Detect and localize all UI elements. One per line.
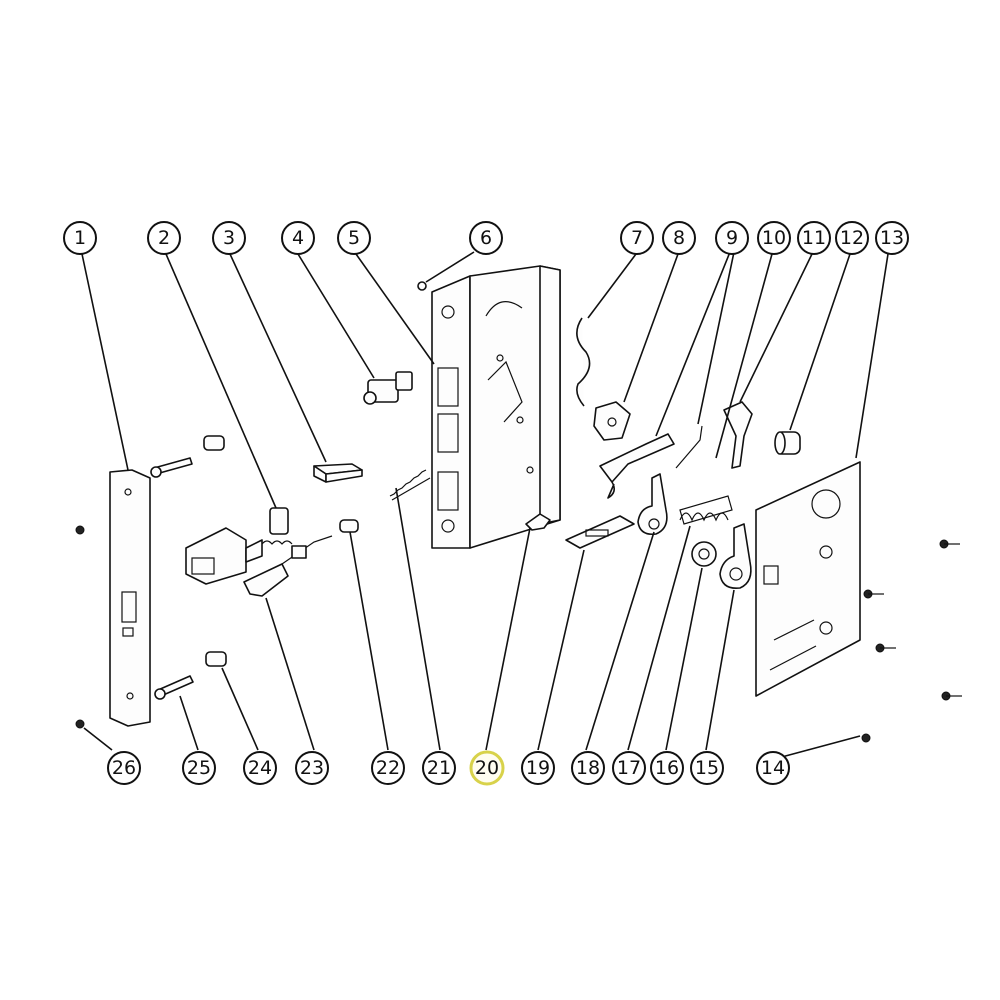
svg-text:16: 16 xyxy=(655,757,679,779)
part-bracket-3 xyxy=(313,463,363,483)
svg-text:25: 25 xyxy=(187,757,211,779)
part-aux-lever-9 xyxy=(599,433,675,499)
svg-text:1: 1 xyxy=(74,227,86,249)
part-hub-15 xyxy=(719,523,752,590)
leader-lines xyxy=(81,251,889,759)
part-coil-spring-17 xyxy=(679,495,733,525)
callout-4: 4 xyxy=(281,221,315,255)
part-slide-plate-19 xyxy=(565,515,635,549)
part-hub-4 xyxy=(363,371,413,405)
callout-12: 12 xyxy=(835,221,869,255)
svg-text:11: 11 xyxy=(802,227,826,249)
part-clip-20 xyxy=(525,513,551,531)
part-screw-6 xyxy=(417,281,427,291)
svg-text:21: 21 xyxy=(427,757,451,779)
callout-7: 7 xyxy=(620,221,654,255)
part-screws-26 xyxy=(75,525,85,729)
part-pin-22 xyxy=(339,519,359,533)
svg-text:17: 17 xyxy=(617,757,641,779)
svg-text:9: 9 xyxy=(726,227,738,249)
part-spring-lever-7 xyxy=(576,317,591,407)
callout-6: 6 xyxy=(469,221,503,255)
part-latch-bolt xyxy=(185,507,293,585)
svg-text:22: 22 xyxy=(376,757,400,779)
callout-20: 20 xyxy=(469,750,505,786)
part-deadlatch-23 xyxy=(243,535,333,597)
part-faceplate xyxy=(109,469,151,727)
svg-text:23: 23 xyxy=(300,757,324,779)
part-spring-21 xyxy=(389,469,431,501)
svg-text:15: 15 xyxy=(695,757,719,779)
callout-10: 10 xyxy=(757,221,791,255)
part-spring-rod-10 xyxy=(675,425,703,469)
svg-text:8: 8 xyxy=(673,227,685,249)
callout-24: 24 xyxy=(243,751,277,785)
callout-22: 22 xyxy=(371,751,405,785)
part-hook-lever-11 xyxy=(723,401,753,469)
svg-text:5: 5 xyxy=(348,227,360,249)
callout-16: 16 xyxy=(650,751,684,785)
part-lever-18 xyxy=(637,473,668,536)
callout-14: 14 xyxy=(756,751,790,785)
callout-8: 8 xyxy=(662,221,696,255)
svg-text:19: 19 xyxy=(526,757,550,779)
part-sleeve-24 xyxy=(205,651,227,667)
svg-text:24: 24 xyxy=(248,757,272,779)
callout-1: 1 xyxy=(63,221,97,255)
callout-2: 2 xyxy=(147,221,181,255)
svg-text:6: 6 xyxy=(480,227,492,249)
svg-text:4: 4 xyxy=(292,227,304,249)
part-cover-plate xyxy=(755,461,861,697)
callout-9: 9 xyxy=(715,221,749,255)
svg-text:7: 7 xyxy=(631,227,643,249)
callout-25: 25 xyxy=(182,751,216,785)
part-screws-14 xyxy=(861,539,962,743)
svg-text:12: 12 xyxy=(840,227,864,249)
svg-text:26: 26 xyxy=(112,757,136,779)
svg-text:14: 14 xyxy=(761,757,785,779)
callout-17: 17 xyxy=(612,751,646,785)
callout-26: 26 xyxy=(107,751,141,785)
callout-19: 19 xyxy=(521,751,555,785)
svg-text:2: 2 xyxy=(158,227,170,249)
part-long-screws-25 xyxy=(150,435,225,700)
callout-23: 23 xyxy=(295,751,329,785)
callout-18: 18 xyxy=(571,751,605,785)
callout-11: 11 xyxy=(797,221,831,255)
callout-5: 5 xyxy=(337,221,371,255)
callout-21: 21 xyxy=(422,751,456,785)
svg-text:10: 10 xyxy=(762,227,786,249)
svg-text:18: 18 xyxy=(576,757,600,779)
part-washer-16 xyxy=(691,541,717,567)
callout-3: 3 xyxy=(212,221,246,255)
part-bushing-12 xyxy=(774,431,801,455)
part-lock-case xyxy=(431,265,561,549)
svg-text:3: 3 xyxy=(223,227,235,249)
svg-text:20: 20 xyxy=(475,757,499,779)
part-cam-8 xyxy=(593,401,631,441)
callout-15: 15 xyxy=(690,751,724,785)
callout-13: 13 xyxy=(875,221,909,255)
svg-text:13: 13 xyxy=(880,227,904,249)
